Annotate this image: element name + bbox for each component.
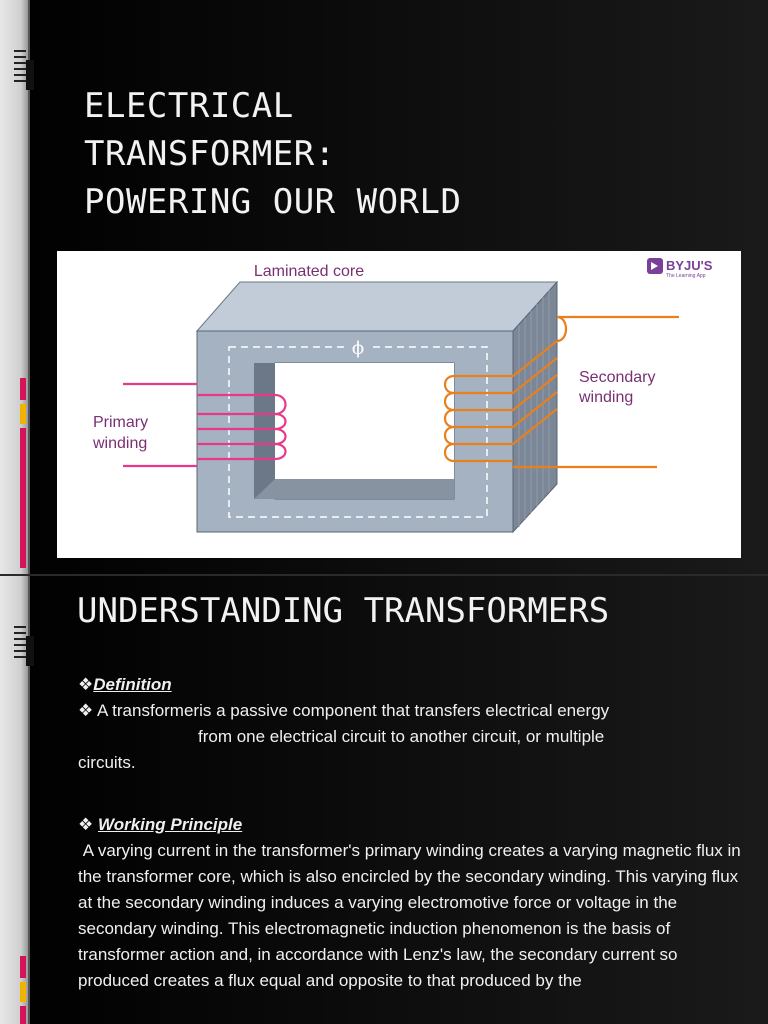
core-window (275, 363, 454, 479)
principle-body: A varying current in the transformer's p… (78, 841, 741, 990)
slide-2-title: UNDERSTANDING TRANSFORMERS (77, 591, 610, 631)
slide-2: UNDERSTANDING TRANSFORMERS ❖Definition ❖… (0, 576, 768, 1024)
principle-text: A varying current in the transformer's p… (78, 838, 750, 994)
core-top-face (195, 281, 559, 332)
bullet-icon: ❖ (78, 701, 94, 720)
definition-line-2: from one electrical circuit to another c… (198, 727, 605, 746)
secondary-label-line-2: winding (578, 389, 633, 406)
slide-divider (0, 574, 768, 576)
decor-bars-top (14, 626, 34, 666)
primary-label-line-2: winding (92, 435, 147, 452)
primary-winding (123, 382, 287, 468)
flux-symbol: ϕ (352, 338, 364, 359)
title-line-1: ELECTRICAL (84, 86, 294, 126)
slide-1-title: ELECTRICAL TRANSFORMER: POWERING OUR WOR… (84, 82, 461, 226)
core-label: Laminated core (254, 263, 364, 280)
title-line-2: TRANSFORMER: (84, 134, 336, 174)
definition-heading: Definition (93, 675, 172, 694)
logo-tagline: The Learning App (666, 273, 706, 279)
secondary-winding (443, 315, 679, 469)
secondary-label-line-1: Secondary (579, 369, 656, 386)
definition-line-1: A transformeris a passive component that… (97, 701, 610, 720)
definition-heading-line: ❖Definition (78, 672, 750, 698)
definition-text: ❖ A transformeris a passive component th… (78, 698, 750, 776)
decor-color-bars (20, 956, 26, 1024)
core-window-bottom (254, 479, 454, 499)
slide-2-body: ❖Definition ❖ A transformeris a passive … (78, 672, 750, 994)
decor-color-bars (20, 378, 26, 568)
decor-bars-top (14, 50, 34, 90)
logo-text: BYJU'S (666, 258, 713, 273)
bullet-icon: ❖ (78, 675, 94, 694)
byjus-logo: BYJU'S The Learning App (647, 258, 713, 279)
transformer-diagram: ϕ (57, 251, 741, 558)
title-line-3: POWERING OUR WORLD (84, 182, 462, 222)
flux-path (228, 346, 488, 518)
slide-1: ELECTRICAL TRANSFORMER: POWERING OUR WOR… (0, 0, 768, 574)
bullet-icon: ❖ (78, 815, 94, 834)
primary-label-line-1: Primary (93, 414, 148, 431)
principle-heading-line: ❖ Working Principle (78, 812, 750, 838)
definition-line-3: circuits. (78, 753, 136, 772)
core-window-left (254, 363, 275, 499)
principle-heading: Working Principle (97, 815, 243, 834)
slide-left-bar (0, 0, 30, 574)
